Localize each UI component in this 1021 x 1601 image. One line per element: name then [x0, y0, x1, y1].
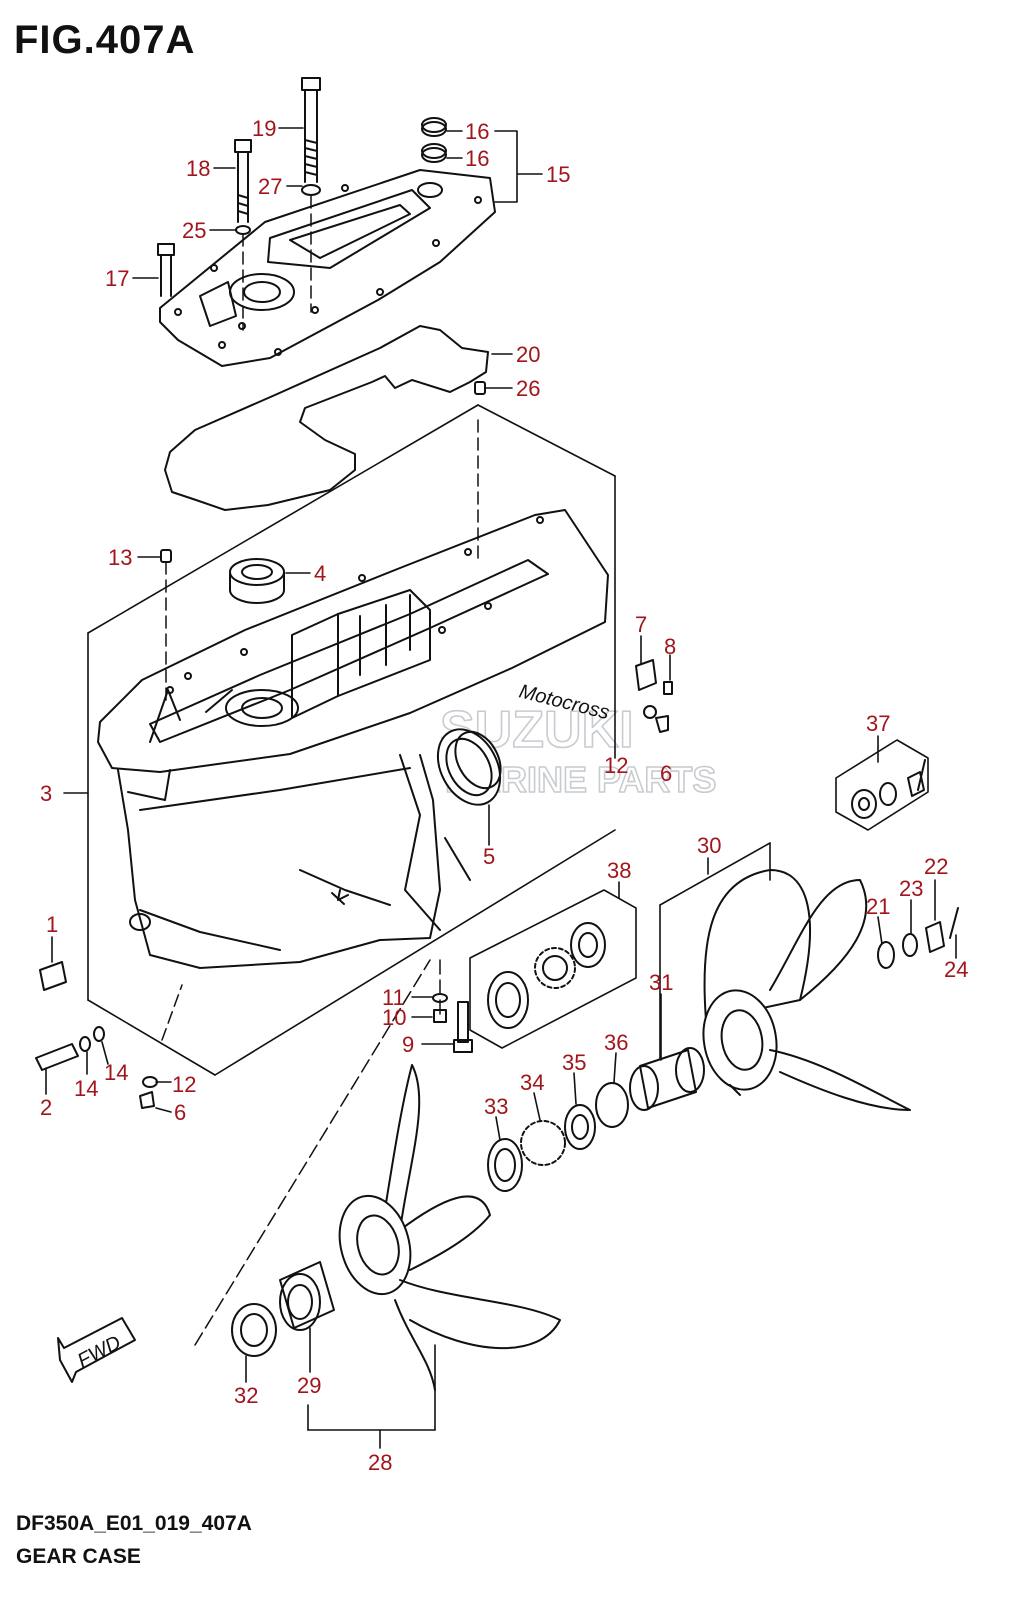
callout-7: 7 — [635, 612, 647, 637]
bolt-17 — [157, 243, 175, 297]
callout-8: 8 — [664, 634, 676, 659]
callout-14a: 14 — [74, 1076, 98, 1101]
figure-name: GEAR CASE — [16, 1545, 141, 1568]
bearing-4 — [229, 558, 285, 604]
callout-3: 3 — [40, 781, 52, 806]
figure-code: DF350A_E01_019_407A — [16, 1512, 252, 1535]
callout-9: 9 — [402, 1032, 414, 1057]
nut-22 — [925, 921, 945, 953]
callout-14b: 14 — [104, 1060, 128, 1085]
callout-38: 38 — [607, 858, 631, 883]
washer-25 — [235, 225, 251, 235]
washer-36 — [595, 1082, 629, 1128]
bolt-guide-lines — [242, 195, 312, 331]
propeller-30 — [702, 869, 911, 1111]
callout-4: 4 — [314, 561, 326, 586]
gasket-20 — [164, 325, 489, 511]
callout-6b: 6 — [174, 1100, 186, 1125]
callout-16a: 16 — [465, 119, 489, 144]
plug-6-lower — [139, 1091, 155, 1109]
callout-33: 33 — [484, 1094, 508, 1119]
callout-27: 27 — [258, 174, 282, 199]
washer-14b — [93, 1026, 105, 1042]
bushing-29 — [279, 1261, 335, 1331]
callout-25: 25 — [182, 218, 206, 243]
callout-26: 26 — [516, 376, 540, 401]
callout-19: 19 — [252, 116, 276, 141]
callout-31: 31 — [649, 970, 673, 995]
cotter-pin-24 — [949, 907, 959, 939]
propeller-28 — [338, 1064, 561, 1391]
callout-24: 24 — [944, 957, 968, 982]
leader-lines — [45, 127, 957, 1449]
callout-21: 21 — [866, 894, 890, 919]
nut-35 — [564, 1104, 596, 1150]
callout-28: 28 — [368, 1450, 392, 1475]
callout-29: 29 — [297, 1373, 321, 1398]
callout-labels: 19 16 16 15 18 27 25 17 20 26 13 4 7 8 3… — [40, 116, 968, 1475]
fwd-arrow — [57, 1317, 136, 1383]
prop-kit-37 — [835, 739, 929, 831]
callout-11: 11 — [382, 985, 405, 1010]
anode-7 — [635, 659, 657, 691]
callout-16b: 16 — [465, 146, 489, 171]
washer-12-lower — [142, 1076, 158, 1088]
plug-6-upper — [655, 715, 669, 733]
washer-11 — [432, 993, 448, 1003]
washer-27 — [301, 184, 321, 196]
bracket-30 — [659, 842, 771, 906]
bolt-19 — [301, 77, 321, 183]
pin-26 — [474, 381, 486, 395]
o-rings-16 — [421, 117, 447, 163]
nut-10 — [433, 1009, 447, 1023]
callout-12b: 12 — [172, 1072, 196, 1097]
callout-32: 32 — [234, 1383, 258, 1408]
prop-kit-38 — [469, 889, 637, 1049]
callout-6a: 6 — [660, 761, 672, 786]
callout-15: 15 — [546, 162, 570, 187]
cover-plate — [159, 169, 496, 367]
callout-17: 17 — [105, 266, 129, 291]
seal-5 — [436, 728, 502, 806]
bushing-31 — [629, 1047, 705, 1111]
callout-18: 18 — [186, 156, 210, 181]
bolt-8 — [663, 681, 673, 695]
figure-title: FIG.407A — [14, 18, 196, 62]
plug-1 — [39, 961, 67, 991]
callout-12a: 12 — [604, 753, 628, 778]
thrust-washer-33 — [487, 1138, 523, 1192]
spacer-32 — [231, 1303, 277, 1357]
bolt-9 — [453, 1001, 473, 1053]
callout-35: 35 — [562, 1050, 586, 1075]
gear-case-body: Motocross — [97, 509, 612, 969]
pin-guide-lines — [165, 419, 479, 701]
washer-21 — [877, 941, 895, 969]
callout-2: 2 — [40, 1095, 52, 1120]
callout-23: 23 — [899, 876, 923, 901]
tab-washer-34 — [520, 1120, 566, 1166]
washer-12-upper — [643, 705, 657, 719]
callout-30: 30 — [697, 833, 721, 858]
callout-5: 5 — [483, 844, 495, 869]
callout-36: 36 — [604, 1030, 628, 1055]
callout-37: 37 — [866, 711, 890, 736]
pin-2 — [35, 1043, 79, 1071]
callout-1: 1 — [46, 912, 58, 937]
callout-10: 10 — [382, 1005, 406, 1030]
washer-23 — [902, 933, 918, 957]
callout-13: 13 — [108, 545, 132, 570]
exploded-box — [87, 404, 616, 1076]
bolt-18 — [234, 139, 252, 223]
pin-13 — [160, 549, 172, 563]
callout-22: 22 — [924, 854, 948, 879]
callout-20: 20 — [516, 342, 540, 367]
washer-14a — [79, 1036, 91, 1052]
callout-34: 34 — [520, 1070, 544, 1095]
